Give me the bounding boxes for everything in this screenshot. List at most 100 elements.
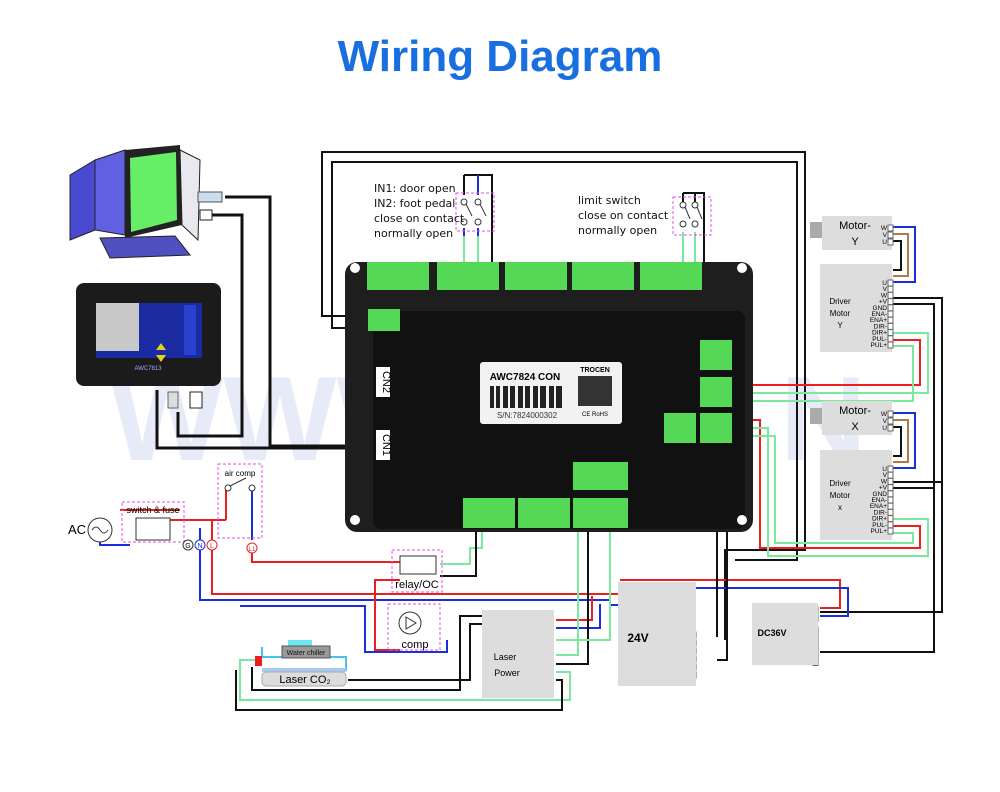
terminal-l: L [206,539,218,551]
limit-switch [672,196,712,236]
svg-text:relay/OC: relay/OC [395,579,438,591]
driver-x-pin: V [883,472,888,479]
pin-terminal [887,224,894,232]
svg-text:Driver: Driver [829,479,851,488]
svg-text:Driver: Driver [829,297,851,306]
svg-text:air comp: air comp [225,469,256,478]
motor-x-pin: U [882,425,887,432]
ac-source: AC [68,517,113,543]
terminal-g: G [182,539,194,551]
svg-text:24V: 24V [627,631,648,645]
driver-x-pin: DIR- [874,509,887,516]
laser-tube: Laser CO₂ [255,656,347,687]
pin-terminal [887,310,894,318]
pin-terminal [887,465,894,473]
svg-text:L: L [210,543,214,550]
usb-plug-icon [197,191,223,203]
svg-text:Y: Y [851,236,859,248]
svg-text:Motor: Motor [830,491,851,500]
svg-text:Y: Y [837,321,843,330]
brand-label: TROCEN [580,367,610,374]
motor-x: Motor- X [810,401,892,435]
page-title: Wiring Diagram [337,32,663,81]
motor-y: Motor- Y [810,216,892,250]
motor-y-pin: V [883,232,888,239]
relay-oc: relay/OC [391,549,443,593]
driver-motor-y: Driver Motor Y [820,264,892,352]
air-compressor: comp [387,603,441,651]
pin-terminal [887,417,894,425]
driver-x-pin: PUL+ [871,528,888,535]
driver-x-pin: W [881,478,888,485]
svg-text:Laser: Laser [494,652,517,662]
driver-y-pin: ENA- [871,311,887,318]
pin-terminal [887,341,894,349]
svg-text:switch & fuse: switch & fuse [126,505,179,515]
cn1-label: CN1 [380,434,392,456]
svg-text:L1: L1 [249,547,256,553]
limit-switch-note: limit switch close on contact normally o… [578,194,669,237]
laser-power-supply: Laser Power [482,610,554,698]
driver-y-pin: +V [879,299,888,306]
barcode-icon [490,386,562,408]
motor-y-pin: U [882,239,887,246]
driver-motor-x: Driver Motor x [820,450,892,540]
driver-x-pin: DIR+ [872,516,887,523]
controller-model: AWC7824 CON [490,372,561,383]
svg-text:Laser CO₂: Laser CO₂ [279,674,330,686]
svg-text:Power: Power [494,668,520,678]
driver-y-pin: U [882,280,887,287]
psu-24v: 24V [618,582,696,686]
pin-terminal [887,496,894,504]
pin-terminal [887,521,894,529]
pin-terminal [887,304,894,312]
pin-terminal [887,424,894,432]
driver-x-pin: GND [873,491,888,498]
control-panel-awc7813: AWC7813 [76,283,221,409]
psu-dc36v: DC36V [752,603,818,665]
driver-y-pin: DIR+ [872,330,887,337]
cert-label: CE RoHS [582,412,608,418]
svg-text:G: G [185,543,190,550]
switch-and-fuse: switch & fuse [121,501,185,543]
panel-model: AWC7813 [134,366,162,372]
motor-x-pin: W [881,411,888,418]
driver-y-pin: PUL- [872,336,887,343]
driver-x-pin: ENA- [871,497,887,504]
pin-terminal [887,410,894,418]
svg-text:X: X [851,421,859,433]
svg-text:Motor-: Motor- [839,220,871,232]
driver-x-pin: PUL- [872,522,887,529]
pin-terminal [887,231,894,239]
qr-code-icon [578,376,612,406]
driver-y-pin: ENA+ [870,317,887,324]
pin-terminal [887,279,894,287]
motor-y-pin: W [881,225,888,232]
svg-text:comp: comp [402,639,429,651]
pin-terminal [887,508,894,516]
svg-text:Motor-: Motor- [839,405,871,417]
svg-text:DC36V: DC36V [757,628,786,638]
pin-terminal [887,471,894,479]
driver-y-pin: PUL+ [871,342,888,349]
pin-terminal [887,298,894,306]
terminal-n: N [194,539,206,551]
driver-x-pin: +V [879,485,888,492]
svg-text:Water chiller: Water chiller [287,650,326,657]
driver-y-pin: DIR- [874,323,887,330]
computer-icon [69,145,223,259]
svg-text:x: x [838,503,842,512]
svg-text:AC: AC [68,522,86,537]
input-switch-note: IN1: door open IN2: foot pedal close on … [374,182,465,240]
pin-terminal [887,291,894,299]
pin-terminal [887,515,894,523]
terminal-blocks [367,262,732,528]
cn2-label: CN2 [380,371,392,393]
pin-terminal [887,527,894,535]
pin-terminal [887,490,894,498]
driver-y-pin: GND [873,305,888,312]
air-comp-switch: air comp [217,463,263,539]
controller-awc7824: CN2 CN1 AWC7824 CON S/N:7824000302 TROCE… [345,262,753,532]
svg-text:Motor: Motor [830,309,851,318]
